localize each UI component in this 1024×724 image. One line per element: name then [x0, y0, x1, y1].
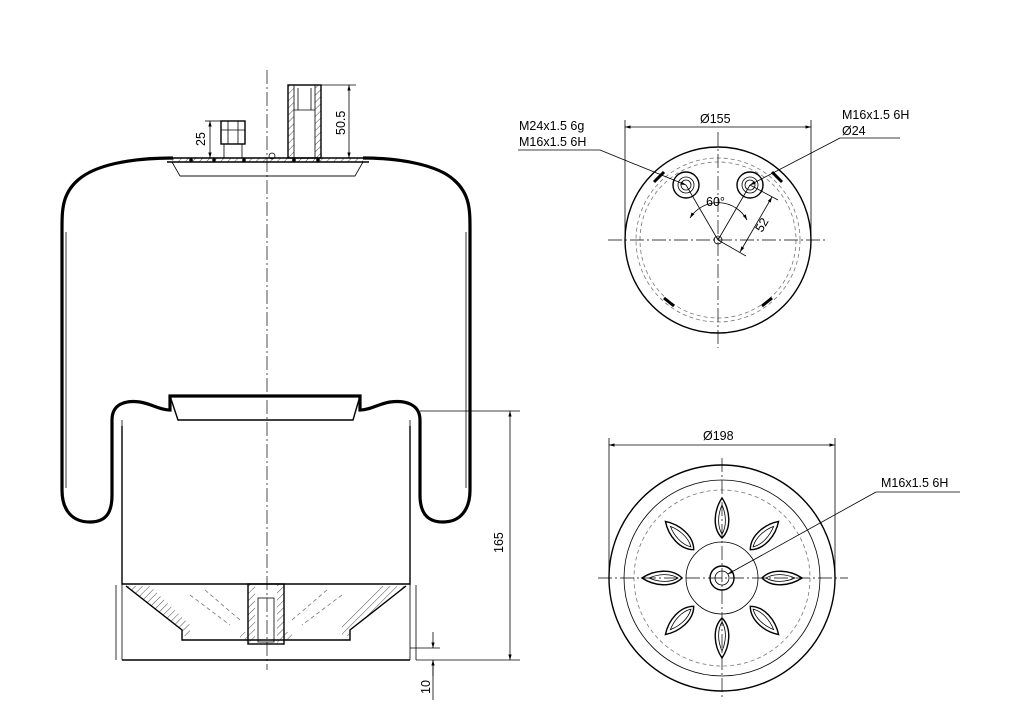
bottom-diameter-label: Ø198 — [703, 429, 734, 443]
dim-height: 165 — [416, 410, 520, 661]
top-diameter-label: Ø155 — [700, 112, 731, 126]
dim-bottom-label: 10 — [419, 680, 433, 694]
dim-top-stud-label: 50.5 — [334, 111, 348, 135]
top-view: 60° 52 Ø155 M24x1.5 6g M16x1.5 6H M16x1.… — [518, 108, 909, 348]
dim-height-label: 165 — [492, 532, 506, 553]
dim-small-fitting-label: 25 — [194, 132, 208, 146]
bottom-view: Ø198 M16x1.5 6H — [598, 429, 960, 700]
top-stud — [287, 84, 322, 159]
left-thread-label-2: M16x1.5 6H — [519, 135, 586, 149]
angle-label: 60° — [706, 195, 725, 209]
center-hole — [713, 235, 723, 245]
top-plate — [163, 152, 373, 177]
right-diameter-label: Ø24 — [842, 124, 866, 138]
dim-bottom: 10 — [410, 632, 440, 700]
left-fitting — [672, 171, 700, 199]
bellow-outline — [60, 156, 472, 524]
side-view: 50.5 25 165 10 — [60, 70, 520, 700]
right-thread-label: M16x1.5 6H — [842, 108, 909, 122]
petals — [640, 496, 804, 660]
dim-top-stud: 50.5 — [321, 84, 356, 158]
offset-label: 52 — [752, 215, 771, 234]
bottom-thread-label: M16x1.5 6H — [881, 476, 948, 490]
small-fitting — [220, 120, 246, 159]
left-thread-label-1: M24x1.5 6g — [519, 119, 584, 133]
dim-small-fitting: 25 — [194, 120, 221, 158]
piston — [115, 395, 417, 661]
